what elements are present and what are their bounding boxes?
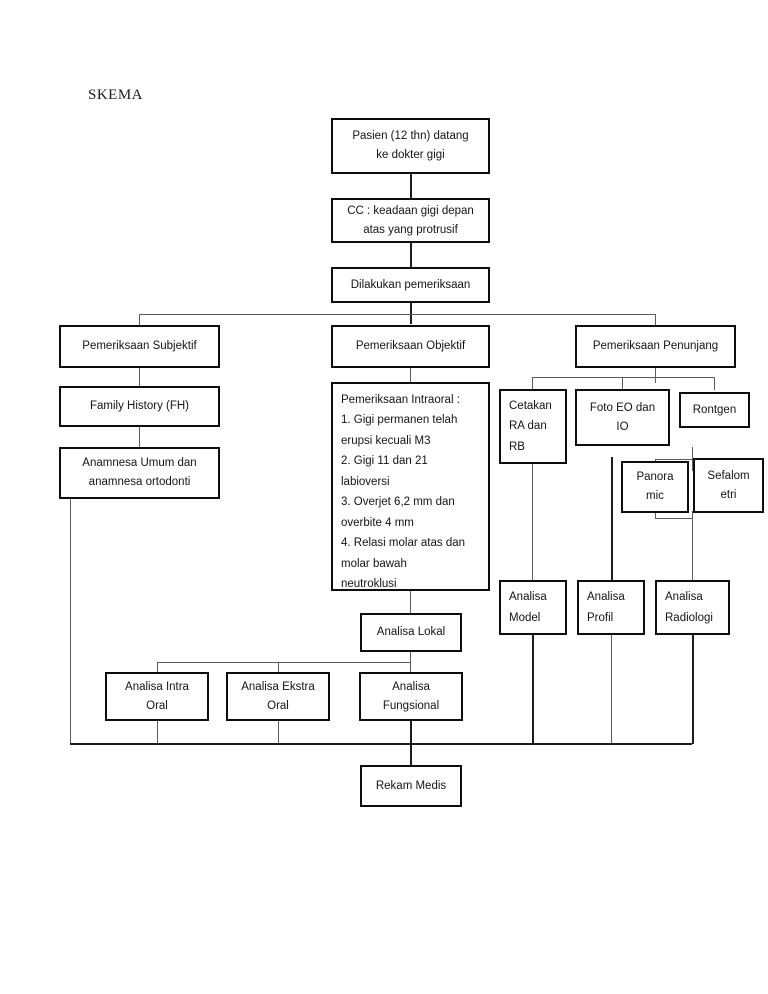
node-examination[interactable]: Dilakukan pemeriksaan	[331, 267, 490, 303]
node-cetakan-label: Cetakan RA dan RB	[509, 399, 552, 453]
node-anamnesa-label: Anamnesa Umum dan anamnesa ortodonti	[82, 457, 197, 488]
node-pemeriksaan-penunjang[interactable]: Pemeriksaan Penunjang	[575, 325, 736, 368]
node-family-history[interactable]: Family History (FH)	[59, 386, 220, 427]
node-anamnesa[interactable]: Anamnesa Umum dan anamnesa ortodonti	[59, 447, 220, 499]
node-analisa-lokal-label: Analisa Lokal	[376, 626, 446, 639]
node-analisa-ekstra-oral[interactable]: Analisa Ekstra Oral	[226, 672, 330, 721]
connector-three-way-bus	[139, 314, 656, 316]
connector-cc-to-examination	[410, 241, 412, 268]
node-analisa-intra-oral-label: Analisa Intra Oral	[125, 680, 189, 712]
connector-collector-to-rekam-medis	[410, 743, 412, 765]
node-pemeriksaan-subjektif[interactable]: Pemeriksaan Subjektif	[59, 325, 220, 368]
node-analisa-fungsional-label: Analisa Fungsional	[382, 680, 440, 712]
connector-radiology-merge-bus	[655, 518, 692, 520]
connector-sefalometri-down	[692, 511, 694, 519]
node-pemeriksaan-intraoral-label: Pemeriksaan Intraoral : 1. Gigi permanen…	[341, 394, 466, 591]
connector-lokal-sub-bus	[157, 662, 410, 664]
node-examination-label: Dilakukan pemeriksaan	[350, 278, 471, 291]
connector-panoramic-down	[655, 511, 657, 519]
connector-analisa-profil-down	[611, 635, 613, 744]
connector-bus-to-ekstra-oral	[278, 662, 280, 673]
node-patient[interactable]: Pasien (12 thn) datang ke dokter gigi	[331, 118, 490, 174]
connector-merge-to-analisa-radiologi	[692, 518, 694, 580]
node-analisa-model[interactable]: Analisa Model	[499, 580, 567, 635]
node-analisa-intra-oral[interactable]: Analisa Intra Oral	[105, 672, 209, 721]
node-analisa-model-label: Analisa Model	[509, 591, 547, 624]
connector-intraoral-to-analisa-lokal	[410, 590, 412, 613]
node-analisa-lokal[interactable]: Analisa Lokal	[360, 613, 462, 652]
node-analisa-profil[interactable]: Analisa Profil	[577, 580, 645, 635]
connector-bus-to-sefalometri	[692, 459, 694, 471]
connector-objective-to-intraoral	[410, 367, 412, 383]
connector-bus-to-supporting	[655, 314, 657, 325]
connector-bus-to-intra-oral	[157, 662, 159, 673]
node-sefalometri[interactable]: Sefalom etri	[693, 458, 764, 513]
node-pemeriksaan-subjektif-label: Pemeriksaan Subjektif	[82, 340, 197, 353]
connector-analisa-radiologi-down	[692, 635, 694, 744]
connector-intra-oral-down	[157, 721, 159, 744]
connector-bus-to-rontgen	[714, 377, 716, 390]
node-pemeriksaan-objektif[interactable]: Pemeriksaan Objektif	[331, 325, 490, 368]
node-rekam-medis[interactable]: Rekam Medis	[360, 765, 462, 807]
connector-bus-to-foto	[622, 377, 624, 390]
node-analisa-radiologi-label: Analisa Radiologi	[665, 591, 713, 624]
node-panoramic[interactable]: Panora mic	[621, 461, 689, 513]
connector-foto-to-analisa-profil	[611, 457, 613, 580]
connector-patient-to-cc	[410, 173, 412, 200]
node-foto-eo-io[interactable]: Foto EO dan IO	[575, 389, 670, 446]
node-analisa-ekstra-oral-label: Analisa Ekstra Oral	[241, 680, 315, 712]
connector-ekstra-oral-down	[278, 721, 280, 744]
connector-lokal-down	[410, 652, 412, 667]
node-panoramic-label: Panora mic	[636, 471, 674, 502]
node-analisa-fungsional[interactable]: Analisa Fungsional	[359, 672, 463, 721]
node-patient-label: Pasien (12 thn) datang ke dokter gigi	[352, 130, 469, 161]
connector-anamnesa-down-left	[70, 498, 72, 744]
connector-analisa-model-down	[532, 635, 534, 744]
node-pemeriksaan-penunjang-label: Pemeriksaan Penunjang	[592, 340, 719, 353]
node-rontgen-label: Rontgen	[692, 403, 737, 416]
node-family-history-label: Family History (FH)	[89, 400, 190, 413]
connector-supporting-down	[655, 367, 657, 383]
connector-bottom-collector	[70, 743, 692, 745]
node-pemeriksaan-intraoral[interactable]: Pemeriksaan Intraoral : 1. Gigi permanen…	[331, 382, 490, 591]
page-title: SKEMA	[88, 87, 144, 103]
connector-examination-down	[410, 302, 412, 324]
connector-bus-to-subjective	[139, 314, 141, 325]
connector-bus-to-fungsional	[410, 662, 412, 673]
node-sefalometri-label: Sefalom etri	[707, 469, 750, 501]
node-analisa-profil-label: Analisa Profil	[587, 591, 625, 624]
node-pemeriksaan-objektif-label: Pemeriksaan Objektif	[355, 340, 466, 353]
node-foto-eo-io-label: Foto EO dan IO	[589, 401, 656, 433]
node-rontgen[interactable]: Rontgen	[679, 392, 750, 428]
connector-rontgen-down	[692, 447, 694, 462]
connector-cetakan-to-analisa-model	[532, 463, 534, 580]
node-chief-complaint-label: CC : keadaan gigi depan atas yang protru…	[347, 204, 474, 236]
node-rekam-medis-label: Rekam Medis	[375, 779, 447, 792]
connector-fh-to-anamnesa	[139, 426, 141, 448]
connector-fungsional-down	[410, 721, 412, 744]
connector-subjective-to-fh	[139, 367, 141, 387]
connector-rontgen-bus	[655, 459, 692, 461]
node-analisa-radiologi[interactable]: Analisa Radiologi	[655, 580, 730, 635]
node-cetakan[interactable]: Cetakan RA dan RB	[499, 389, 567, 464]
node-chief-complaint[interactable]: CC : keadaan gigi depan atas yang protru…	[331, 198, 490, 243]
connector-bus-to-cetakan	[532, 377, 534, 390]
